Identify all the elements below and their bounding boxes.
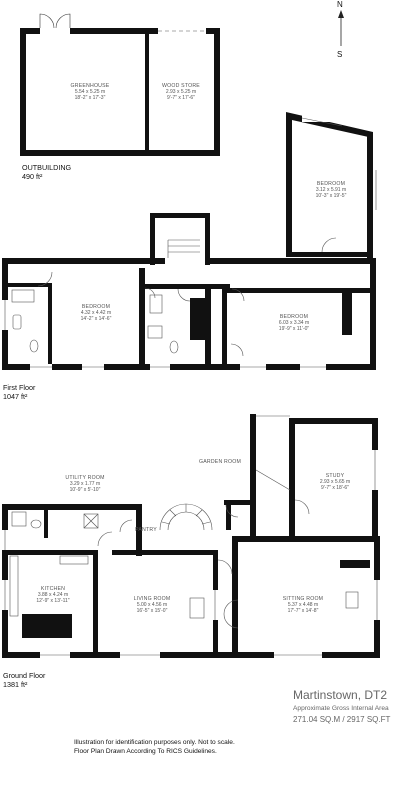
- room-name: KITCHEN: [40, 586, 66, 592]
- room-imperial: 10'-9" x 5'-10": [69, 486, 101, 493]
- property-info: Martinstown, DT2 Approximate Gross Inter…: [293, 688, 390, 725]
- room-name: SITTING ROOM: [282, 596, 324, 602]
- room-label-study: STUDY 2.93 x 5.65 m 9'-7" x 18'-6": [300, 473, 370, 491]
- room-metric: 5.37 x 4.48 m: [287, 601, 319, 608]
- disclaimer-line-1: Illustration for identification purposes…: [74, 739, 235, 746]
- room-name: GARDEN ROOM: [199, 459, 241, 465]
- room-metric: 2.93 x 5.25 m: [165, 88, 197, 95]
- property-subtitle: Approximate Gross Internal Area: [293, 705, 389, 712]
- first-floor-caption: First Floor 1047 ft²: [3, 383, 35, 401]
- ground-floor-walls: [2, 414, 380, 658]
- compass-north: N: [337, 0, 343, 9]
- room-name: UTILITY ROOM: [65, 475, 105, 481]
- room-label-wood-store: WOOD STORE 2.93 x 5.25 m 9'-7" x 17'-6": [148, 83, 214, 101]
- room-name: BEDROOM: [81, 304, 111, 310]
- outbuilding-caption: OUTBUILDING 490 ft²: [22, 163, 71, 181]
- room-metric: 4.32 x 4.42 m: [80, 309, 112, 316]
- room-name: WOOD STORE: [162, 83, 200, 89]
- room-label-living: LIVING ROOM 5.00 x 4.56 m 16'-5" x 15'-0…: [116, 596, 188, 614]
- room-imperial: 14'-2" x 14'-6": [80, 315, 112, 322]
- room-label-sitting: SITTING ROOM 5.37 x 4.48 m 17'-7" x 14'-…: [266, 596, 340, 614]
- room-imperial: 9'-7" x 18'-6": [321, 484, 349, 491]
- room-name: GREENHOUSE: [70, 83, 110, 89]
- floor-area: 1047 ft²: [3, 392, 28, 401]
- room-metric: 5.00 x 4.56 m: [136, 601, 168, 608]
- room-label-bedroom-upper: BEDROOM 3.12 x 5.91 m 10'-3" x 19'-5": [296, 181, 366, 199]
- room-metric: 3.88 x 4.24 m: [37, 591, 69, 598]
- floor-title: First Floor: [3, 383, 36, 392]
- room-imperial: 9'-7" x 17'-6": [167, 94, 195, 101]
- room-label-kitchen: KITCHEN 3.88 x 4.24 m 12'-9" x 13'-11": [18, 586, 88, 604]
- property-name: Martinstown, DT2: [293, 688, 388, 702]
- room-name: PANTRY: [135, 527, 157, 533]
- room-imperial: 19'-9" x 11'-0": [278, 325, 310, 332]
- room-imperial: 17'-7" x 14'-8": [287, 607, 319, 614]
- room-name: BEDROOM: [279, 314, 309, 320]
- room-imperial: 12'-9" x 13'-11": [36, 597, 70, 604]
- room-imperial: 18'-2" x 17'-3": [74, 94, 106, 101]
- room-imperial: 16'-5" x 15'-0": [136, 607, 168, 614]
- room-label-bedroom-left: BEDROOM 4.32 x 4.42 m 14'-2" x 14'-6": [58, 304, 134, 322]
- room-label-garden-room: GARDEN ROOM: [190, 459, 250, 466]
- property-area: 271.04 SQ.M / 2917 SQ.FT: [293, 715, 391, 725]
- room-label-utility: UTILITY ROOM 3.29 x 1.77 m 10'-9" x 5'-1…: [50, 475, 120, 493]
- room-name: BEDROOM: [316, 181, 346, 187]
- floor-area: 490 ft²: [22, 172, 43, 181]
- outbuilding-walls: [20, 28, 220, 156]
- room-imperial: 10'-3" x 19'-5": [315, 192, 347, 199]
- room-name: LIVING ROOM: [133, 596, 171, 602]
- room-label-bedroom-right: BEDROOM 6.03 x 3.34 m 19'-9" x 11'-0": [256, 314, 332, 332]
- room-label-pantry: PANTRY: [126, 527, 166, 534]
- room-label-greenhouse: GREENHOUSE 5.54 x 5.25 m 18'-2" x 17'-3": [55, 83, 125, 101]
- floor-area: 1381 ft²: [3, 680, 28, 689]
- room-metric: 5.54 x 5.25 m: [74, 88, 106, 95]
- floor-title: OUTBUILDING: [22, 163, 72, 172]
- ground-floor-caption: Ground Floor 1381 ft²: [3, 671, 45, 689]
- compass-south: S: [337, 50, 343, 59]
- disclaimer: Illustration for identification purposes…: [74, 739, 235, 757]
- disclaimer-line-2: Floor Plan Drawn According To RICS Guide…: [74, 747, 217, 755]
- room-name: STUDY: [325, 473, 345, 479]
- room-metric: 3.29 x 1.77 m: [69, 480, 101, 487]
- room-metric: 3.12 x 5.91 m: [315, 186, 347, 193]
- floor-title: Ground Floor: [3, 671, 46, 680]
- room-metric: 2.93 x 5.65 m: [319, 478, 351, 485]
- room-metric: 6.03 x 3.34 m: [278, 319, 310, 326]
- compass-arrow: [338, 10, 344, 46]
